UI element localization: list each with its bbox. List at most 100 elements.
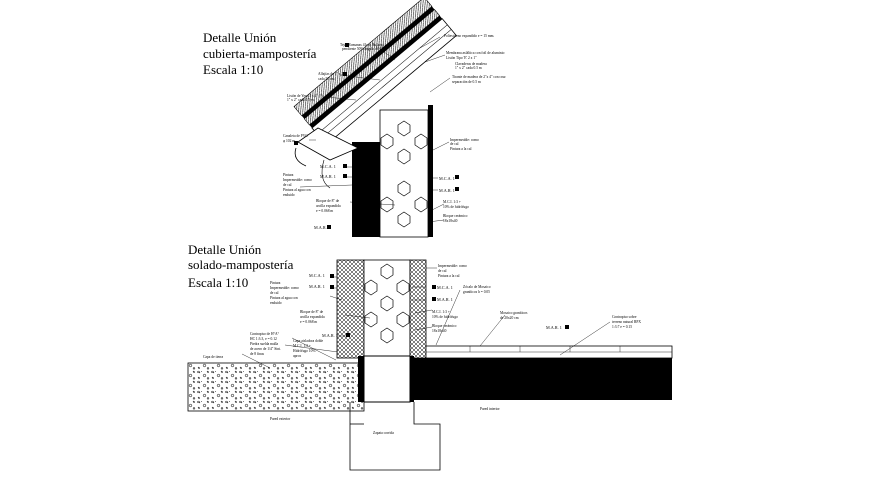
wall-base-left-insulation: [358, 356, 364, 402]
floor-wall-interior-render: [409, 259, 427, 359]
roof-wall-interior-render: [428, 105, 433, 237]
roof-detail: Tejas Romanas 41cm. de largo pendiente 5…: [283, 0, 506, 238]
interior-subfloor-slab: [414, 358, 672, 400]
roof-note-rafter-spacing: separación de 0.5 m: [452, 80, 481, 84]
roof-note-polystyrene: Poliestireno expandido e = 15 mm.: [444, 34, 494, 38]
floor-note-mar-lower: M.A.R. 1: [322, 333, 338, 338]
roof-note-block-2: arcilla expandida: [316, 204, 341, 208]
roof-title-scale: Escala 1:10: [203, 62, 263, 77]
floor-note-lime-paint: Pintura a la cal: [438, 274, 459, 278]
roof-note-paint-3: de cal: [283, 183, 291, 187]
floor-note-mci-2: 10% de hidrófugo: [432, 315, 458, 319]
floor-detail: Impermeable: como de cal Pintura a la ca…: [187, 259, 673, 471]
floor-note-subfloor: Contrapiso sobre: [612, 315, 637, 319]
floor-note-paint-4: Pintura al agua con: [270, 296, 298, 300]
floor-note-mar-right: M.A.R. 1: [546, 325, 562, 330]
floor-note-ceramic-block-2: 18x18x40: [432, 329, 447, 333]
floor-note-damp-course-2: M.C.I. 1:3 +: [293, 344, 311, 348]
roof-title-line2: cubierta-mampostería: [203, 46, 317, 61]
roof-note-mar-bottom: M.A.R. 1: [314, 225, 330, 230]
roof-note-paint-4: Pintura al agua con: [283, 188, 311, 192]
floor-note-concrete-slab-4: de acero de 1/4" Sint.: [250, 347, 281, 351]
floor-wall-block: [363, 259, 411, 359]
floor-note-impermeable: Impermeable: como: [438, 264, 467, 268]
roof-note-membrane: Membrana asfáltica con foil de aluminio: [446, 51, 505, 55]
roof-note-tiles: Tejas Romanas 41cm. de largo: [340, 43, 384, 47]
roof-note-paint: Pintura: [283, 173, 294, 177]
floor-note-soil-layer: Capa de tierra: [203, 355, 224, 359]
roof-note-mca-ext: M.C.A. 1: [320, 164, 336, 169]
floor-note-damp-course: Capa aisladora doble: [293, 339, 324, 343]
wall-base: [363, 355, 411, 403]
roof-title-line1: Detalle Unión: [203, 30, 277, 45]
floor-block-hexagons: [364, 263, 410, 344]
floor-title-line2: solado-mampostería: [188, 257, 294, 272]
roof-note-ceramic-block: Bloque cerámico: [443, 214, 468, 218]
roof-note-gutter-diameter: φ 102 m: [283, 139, 295, 143]
floor-note-paint: Pintura: [270, 281, 281, 285]
floor-tile-joints: [426, 346, 672, 353]
floor-note-block-2: arcilla expandida: [300, 315, 325, 319]
floor-note-concrete-slab-3: Piedra suelda malla: [250, 342, 279, 346]
floor-note-footing: Zapata corrida: [373, 431, 394, 435]
roof-note-lime-paint: Pintura a la cal: [450, 147, 471, 151]
floor-note-impermeable-2: de cal: [438, 269, 446, 273]
roof-wall-exterior-render: [352, 142, 380, 237]
roof-note-mci: M.C.I. 1:3 +: [443, 200, 461, 204]
floor-note-concrete-slab-2: HC 1:3:3, e = 0.12: [250, 337, 277, 342]
floor-note-mca-ext: M.C.A. 1: [309, 273, 325, 278]
floor-note-granite-tiles: Mosaico graníticos: [500, 311, 528, 315]
floor-note-block-3: e = 0.068 m: [300, 320, 317, 324]
roof-note-paint-5: enduido: [283, 193, 295, 197]
exterior-ground-fill: [187, 362, 365, 412]
roof-note-battens-spacing: 1" x 2" cada 0.5 m: [455, 66, 482, 70]
roof-note-liston-spacing: 1" x 2" cada 0.5 m: [287, 98, 314, 102]
floor-note-mar-int: M.A.R. 1: [437, 297, 453, 302]
roof-note-alfajias: Alfajías de 1" x 2": [318, 72, 345, 76]
roof-note-ceramic-block-2: 18x18x40: [443, 219, 458, 223]
roof-note-battens: Clavaderas de madera: [455, 62, 487, 66]
wall-base-right-insulation: [410, 356, 414, 402]
floor-note-ceramic-block: Bloque cerámico: [432, 324, 457, 328]
floor-tag-squares: [330, 274, 569, 337]
floor-note-subfloor-3: 1:3:7 e = 0.15: [612, 325, 632, 329]
roof-note-mar-int: M.A.R. 1: [439, 188, 455, 193]
floor-note-damp-course-4: aprox: [293, 354, 301, 358]
floor-note-concrete-slab-5: de 8 finas: [250, 352, 265, 356]
floor-title-line1: Detalle Unión: [188, 242, 262, 257]
floor-note-paint-5: enduido: [270, 301, 282, 305]
roof-note-liston: Listón de Yeso 1 x 2" (?): [287, 94, 324, 98]
roof-note-batten-type: Listón Tipo 'E' 2 x 1": [446, 56, 477, 60]
floor-note-paint-2: Impermeable: como: [270, 286, 299, 290]
floor-note-skirting: Zócalo de Mosaico: [463, 285, 491, 289]
roof-note-gutter: Canaleta de PVC: [283, 134, 308, 138]
floor-note-subfloor-2: terreno natural RPX: [612, 320, 641, 324]
floor-leader-lines: [241, 267, 611, 369]
floor-note-mci: M.C.I. 1:3 +: [432, 310, 450, 314]
floor-note-skirting-2: graníticos h = 0.05: [463, 290, 490, 294]
strip-footing: [349, 402, 441, 471]
roof-note-block-3: e = 0.068 m: [316, 209, 333, 213]
roof-note-tiles-slope: pendiente 50% ángulo de 27°: [342, 47, 385, 51]
floor-note-damp-course-3: Hidrófugo 10%: [293, 349, 315, 353]
roof-rafter-end: [297, 127, 359, 161]
floor-title-scale: Escala 1:10: [188, 275, 248, 290]
roof-tag-squares: [294, 43, 459, 229]
roof-sloped-assembly: [293, 0, 457, 146]
roof-leader-lines: [299, 36, 451, 223]
floor-note-exterior-wall: Pared exterior: [270, 417, 291, 421]
floor-note-mar-ext: M.A.R. 1: [309, 284, 325, 289]
roof-note-mar-ext: M.A.R. 1: [320, 174, 336, 179]
roof-wall-block: [379, 109, 429, 238]
floor-note-interior-wall: Pared interior: [480, 407, 500, 411]
gutter: [294, 147, 307, 167]
roof-note-alfajias-spacing: cada 50 cm: [318, 77, 335, 81]
roof-block-hexagons: [380, 120, 428, 228]
roof-note-block: Bloque de 8" de: [316, 199, 340, 203]
roof-note-impermeable-2: de cal: [450, 142, 458, 146]
roof-note-paint-2: Impermeable: como: [283, 178, 312, 182]
roof-note-impermeable: Impermeable: como: [450, 138, 479, 142]
floor-note-block: Bloque de 8" de: [300, 310, 324, 314]
